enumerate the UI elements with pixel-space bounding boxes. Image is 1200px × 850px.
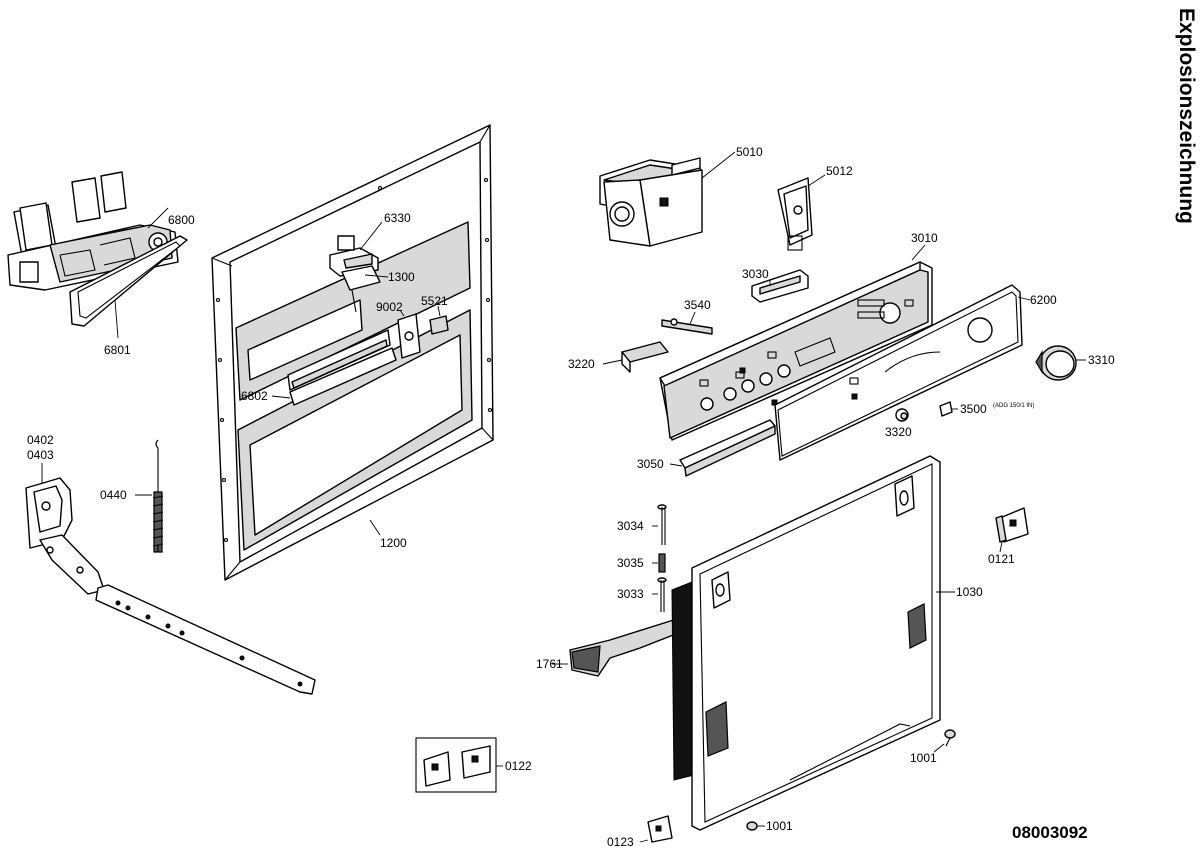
label-3320: 3320 (885, 425, 912, 439)
part-1001-screw-right (944, 729, 956, 747)
document-number: 08003092 (1012, 823, 1088, 842)
label-1001-right: 1001 (910, 751, 937, 765)
part-1300-latch-plate (341, 265, 381, 313)
label-3220: 6200 (1030, 293, 1057, 307)
part-3310-knob (1035, 345, 1077, 381)
part-3030-switch (751, 269, 809, 303)
label-6802: 6802 (241, 389, 268, 403)
label-3500-note: (ADG 150/1 IN) (993, 403, 1034, 409)
label-0402: 0402 (27, 433, 54, 447)
label-0123: 0123 (607, 835, 634, 849)
label-0403: 0403 (27, 448, 54, 462)
label-3540: 3540 (684, 298, 711, 312)
part-3035-spacer (658, 553, 666, 573)
part-3050-strip (679, 419, 776, 477)
part-3034-screw (657, 504, 667, 545)
part-3320-knob-insert (895, 408, 909, 422)
label-3500: 3500 (960, 402, 987, 416)
label-3034: 3034 (617, 519, 644, 533)
label-6800: 6800 (168, 213, 195, 227)
part-0121-bracket (995, 507, 1029, 543)
part-5010-timer (599, 157, 703, 247)
label-3035: 3035 (617, 556, 644, 570)
label-6330: 6330 (384, 211, 411, 225)
label-1030: 1030 (956, 585, 983, 599)
label-3310: 3310 (1088, 353, 1115, 367)
part-0440-spring (152, 439, 164, 553)
part-5012-mounting-plate (777, 177, 813, 251)
label-0122: 0122 (505, 759, 532, 773)
part-1030-outer-door (671, 455, 941, 831)
label-1001-bottom: 1001 (766, 819, 793, 833)
part-3010-control-panel (659, 261, 933, 441)
part-3500-button (939, 401, 953, 417)
label-3030: 3030 (742, 267, 769, 281)
label-3010: 3010 (911, 231, 938, 245)
part-6802-rail (287, 329, 397, 406)
part-9002-bracket (397, 313, 421, 359)
label-6200: 3220 (568, 357, 595, 371)
part-3220-fascia-panel (774, 284, 1023, 461)
part-1001-screw-bottom (746, 821, 758, 831)
part-0402-hinge (25, 477, 316, 695)
label-3050: 3050 (637, 457, 664, 471)
page-title: Explosionszeichnung (1175, 8, 1198, 224)
label-0121: 0121 (988, 552, 1015, 566)
label-1300: 1300 (388, 270, 415, 284)
label-0440: 0440 (100, 488, 127, 502)
label-1761: 1761 (536, 657, 563, 671)
part-3540-rod (661, 318, 713, 335)
label-6801: 6801 (104, 343, 131, 357)
part-3033-screw (657, 577, 667, 612)
label-5010: 5010 (736, 145, 763, 159)
label-3033: 3033 (617, 587, 644, 601)
label-1200: 1200 (380, 536, 407, 550)
part-6200-indicator (621, 341, 669, 373)
part-0123-clip (647, 815, 673, 843)
part-5521-clip (429, 315, 449, 335)
label-5521: 5521 (421, 294, 448, 308)
label-5012: 5012 (826, 164, 853, 178)
part-0122-clip-set (415, 737, 497, 793)
part-6801-gasket (69, 235, 188, 327)
label-9002: 9002 (376, 300, 403, 314)
part-1761-insulation (569, 617, 687, 677)
part-6800-control-module (7, 171, 179, 291)
